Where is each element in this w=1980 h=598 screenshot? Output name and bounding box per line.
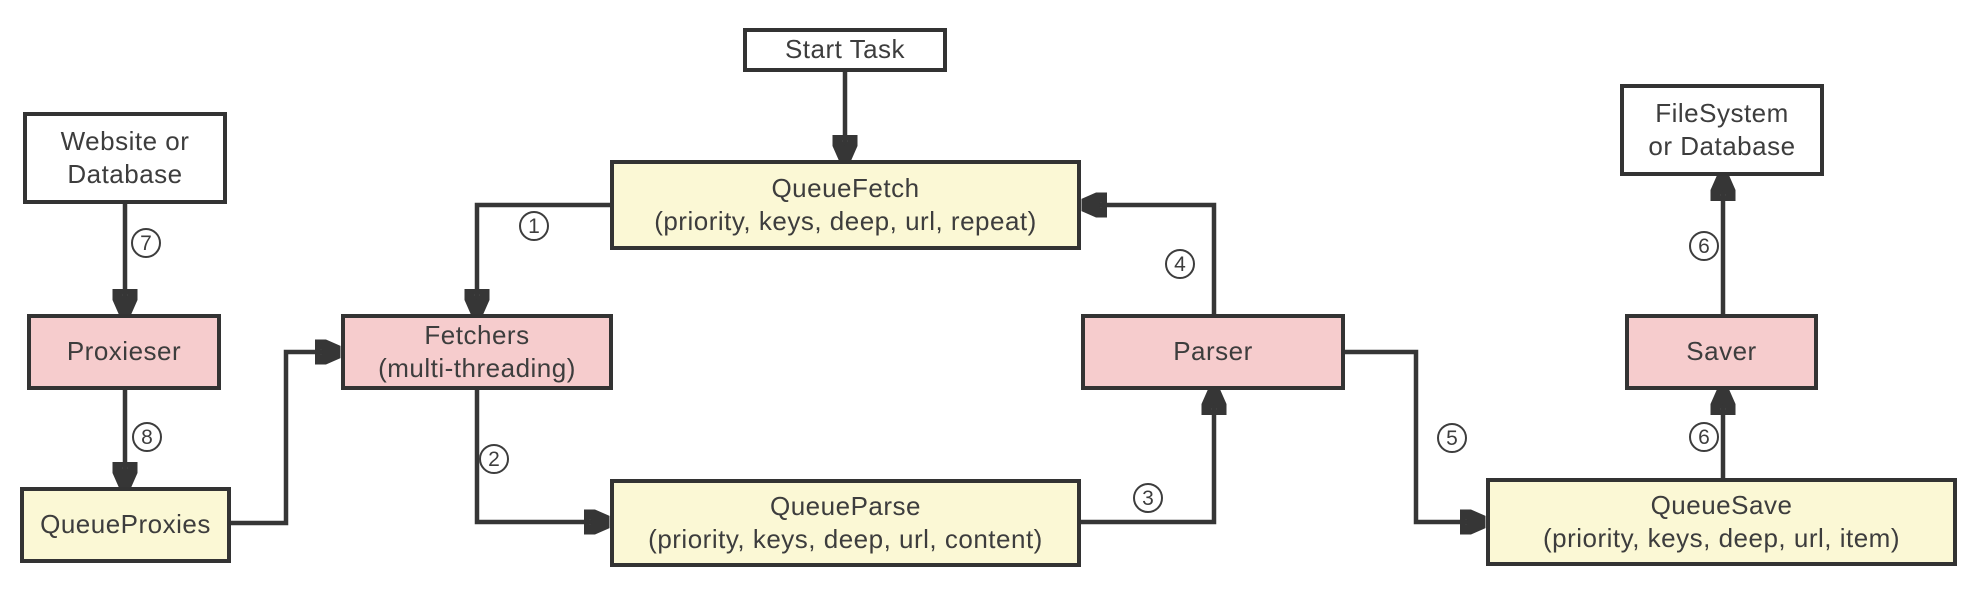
node-fetchers: Fetchers (multi-threading) bbox=[341, 314, 613, 390]
step-badge-6-upper: 6 bbox=[1689, 231, 1719, 261]
node-parser-label: Parser bbox=[1173, 336, 1253, 367]
arrow-queuefetch-to-fetchers bbox=[477, 202, 610, 308]
node-queue-proxies: QueueProxies bbox=[20, 487, 231, 563]
node-queue-fetch: QueueFetch (priority, keys, deep, url, r… bbox=[610, 160, 1081, 250]
node-website-or-database-line2: Database bbox=[67, 159, 183, 189]
step-badge-8: 8 bbox=[132, 422, 162, 452]
node-queue-fetch-params: (priority, keys, deep, url, repeat) bbox=[654, 206, 1037, 236]
step-badge-7: 7 bbox=[131, 228, 161, 258]
node-start-task-label: Start Task bbox=[784, 34, 906, 65]
node-website-or-database: Website or Database bbox=[23, 112, 227, 204]
node-start-task: Start Task bbox=[743, 28, 947, 72]
node-filesystem-or-database-line1: FileSystem bbox=[1655, 97, 1789, 128]
node-saver: Saver bbox=[1625, 314, 1818, 390]
node-fetchers-subtitle: (multi-threading) bbox=[378, 353, 576, 383]
node-proxieser-label: Proxieser bbox=[66, 336, 182, 367]
step-badge-1: 1 bbox=[519, 211, 549, 241]
step-badge-6-lower: 6 bbox=[1689, 422, 1719, 452]
node-queue-proxies-label: QueueProxies bbox=[40, 509, 211, 540]
node-saver-label: Saver bbox=[1686, 336, 1757, 367]
arrow-fetchers-to-queueparse bbox=[474, 390, 603, 522]
node-queue-fetch-title: QueueFetch bbox=[771, 172, 920, 203]
step-badge-3: 3 bbox=[1133, 483, 1163, 513]
node-queue-parse: QueueParse (priority, keys, deep, url, c… bbox=[610, 479, 1081, 567]
node-queue-parse-title: QueueParse bbox=[770, 490, 921, 521]
arrow-parser-to-queuefetch bbox=[1088, 205, 1217, 314]
node-parser: Parser bbox=[1081, 314, 1345, 390]
step-badge-2: 2 bbox=[479, 444, 509, 474]
node-queue-parse-params: (priority, keys, deep, url, content) bbox=[648, 524, 1043, 554]
node-proxieser: Proxieser bbox=[27, 314, 221, 390]
node-queue-save-params: (priority, keys, deep, url, item) bbox=[1542, 523, 1900, 553]
node-filesystem-or-database-line2: or Database bbox=[1648, 131, 1796, 161]
node-queue-save: QueueSave (priority, keys, deep, url, it… bbox=[1486, 478, 1957, 566]
step-badge-4: 4 bbox=[1165, 249, 1195, 279]
node-fetchers-title: Fetchers bbox=[424, 319, 530, 350]
node-website-or-database-line1: Website or bbox=[60, 125, 190, 156]
arrow-queueparse-to-parser bbox=[1081, 396, 1214, 525]
node-queue-save-title: QueueSave bbox=[1650, 489, 1793, 520]
arrow-parser-to-queuesave bbox=[1345, 349, 1479, 522]
arrow-queueproxies-to-fetchers bbox=[231, 352, 334, 526]
node-filesystem-or-database: FileSystem or Database bbox=[1620, 84, 1824, 176]
step-badge-5: 5 bbox=[1437, 423, 1467, 453]
